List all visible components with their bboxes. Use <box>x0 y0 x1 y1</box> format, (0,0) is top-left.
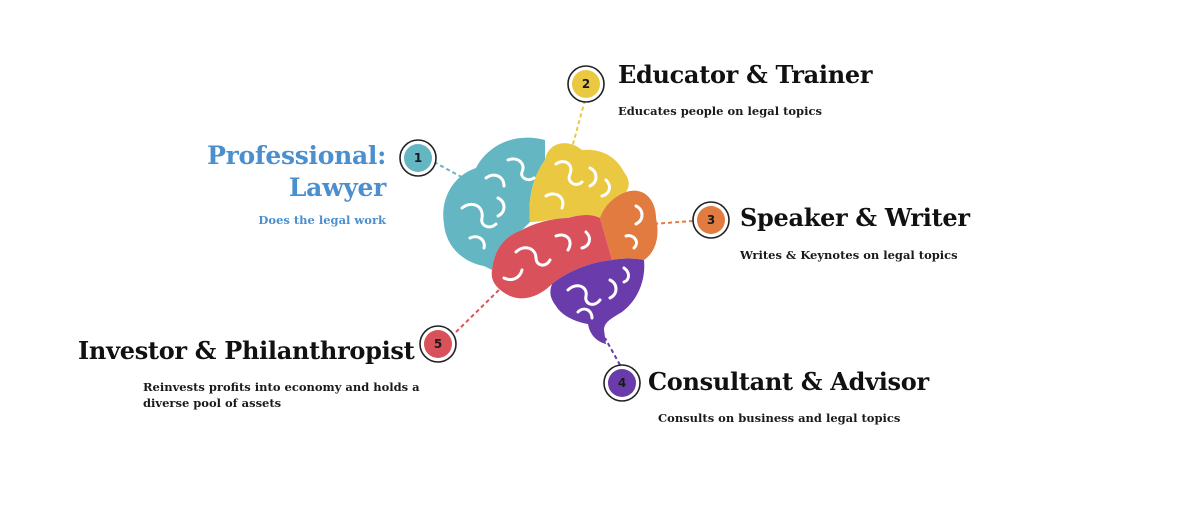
connector-2 <box>571 99 586 149</box>
brain-lobe-teal <box>443 137 545 270</box>
role-1-title: Professional: Lawyer <box>207 141 386 202</box>
role-3-description: Writes & Keynotes on legal topics <box>740 248 958 262</box>
brain-icon <box>443 137 658 344</box>
badge-1 <box>399 139 437 177</box>
connector-5 <box>455 283 506 333</box>
connector-1 <box>433 161 479 187</box>
role-4-description: Consults on business and legal topics <box>658 411 901 425</box>
role-5-title: Investor & Philanthropist <box>78 336 415 365</box>
connector-3 <box>651 220 694 225</box>
badge-3-number: 3 <box>707 213 715 227</box>
role-4-title: Consultant & Advisor <box>648 367 929 396</box>
badge-3 <box>692 201 730 239</box>
badge-5-number: 5 <box>434 337 442 351</box>
brain-lobe-orange <box>600 190 658 260</box>
badge-2 <box>567 65 605 103</box>
badge-5 <box>419 325 457 363</box>
role-2-title: Educator & Trainer <box>618 60 873 89</box>
badge-2-number: 2 <box>582 77 590 91</box>
badge-1-number: 1 <box>414 151 422 165</box>
badge-4 <box>603 364 641 402</box>
role-3-title: Speaker & Writer <box>740 203 970 232</box>
role-5-description: Reinvests profits into economy and holds… <box>143 380 420 410</box>
brain-lobe-red <box>491 215 612 299</box>
role-1-description: Does the legal work <box>258 213 386 227</box>
badge-4-number: 4 <box>618 376 626 390</box>
connector-4 <box>604 337 621 366</box>
role-2-description: Educates people on legal topics <box>618 104 822 118</box>
